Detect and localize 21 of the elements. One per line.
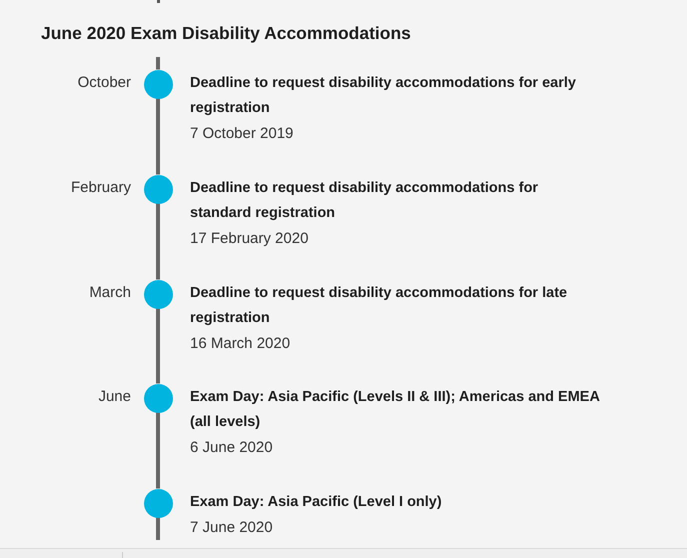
- event-date: 16 March 2020: [190, 334, 292, 354]
- timeline-line: [156, 308, 160, 384]
- timeline-line: [156, 204, 160, 280]
- event-date: 7 October 2019: [190, 124, 294, 144]
- event-heading: Deadline to request disability accommodations for late registration: [190, 284, 568, 328]
- month-label: February: [70, 178, 131, 198]
- timeline-line: [156, 57, 160, 70]
- timeline-line: [156, 412, 160, 488]
- title: June 2020 Exam Disability Accommodations: [41, 22, 411, 44]
- event-date: 6 June 2020: [190, 438, 274, 458]
- month-label: June: [97, 387, 131, 407]
- event-heading: Exam Day: Asia Pacific (Levels II & III); Americas and EMEA (all levels): [190, 388, 600, 432]
- timeline-line: [156, 98, 160, 174]
- timeline-line: [156, 518, 160, 540]
- event-heading: Deadline to request disability accommodations for early registration: [190, 74, 577, 118]
- event-date: 17 February 2020: [190, 229, 310, 249]
- event-date: 7 June 2020: [190, 518, 274, 538]
- month-label: March: [88, 283, 131, 303]
- event-heading: Deadline to request disability accommodations for standard registration: [190, 179, 540, 223]
- event-heading: Exam Day: Asia Pacific (Level I only): [190, 493, 443, 512]
- month-label: October: [76, 73, 131, 93]
